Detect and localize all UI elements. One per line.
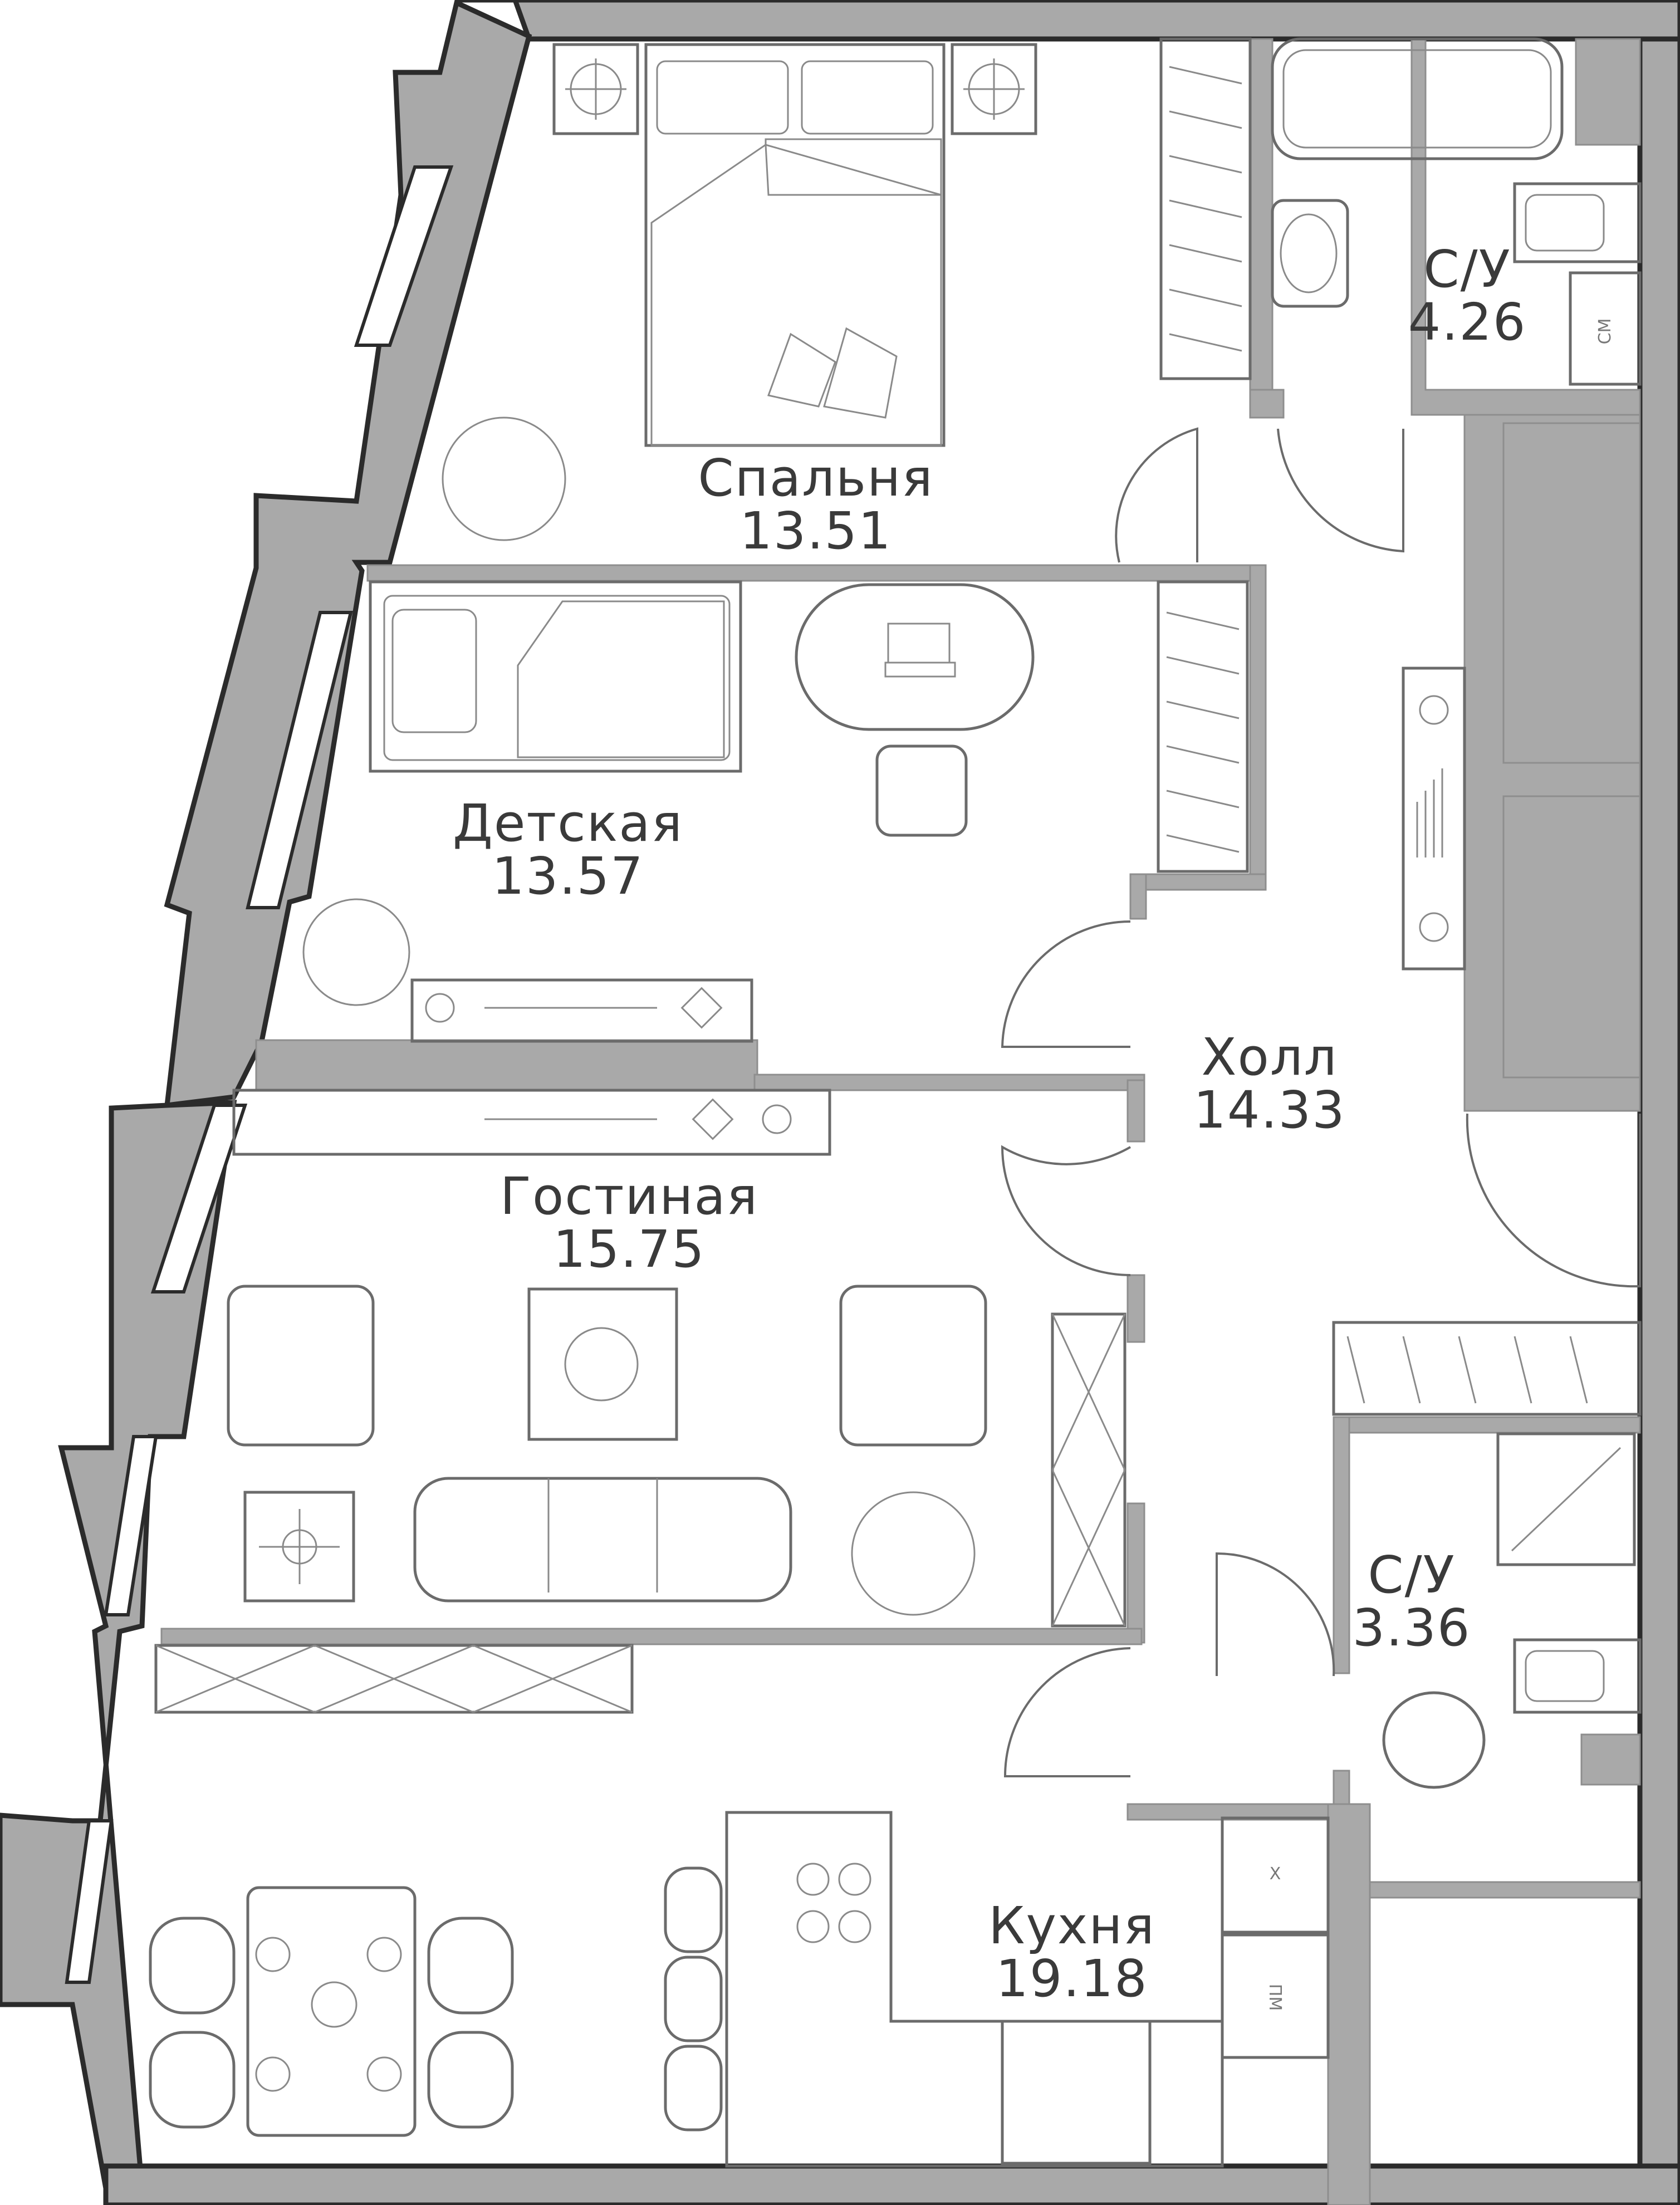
dishwasher-mark: ПМ [1265, 1984, 1285, 2011]
windows [65, 165, 454, 1984]
partitions [160, 38, 1641, 2205]
kids-name: Детская [453, 793, 683, 853]
living-name: Гостиная [500, 1167, 758, 1226]
bath1-area: 4.26 [1408, 292, 1527, 352]
room-labels: Спальня 13.51 Детская 13.57 Гостиная 15.… [453, 239, 1527, 2008]
bedroom-area: 13.51 [739, 501, 892, 561]
wardrobe-bedroom [1159, 37, 1252, 380]
fridge-mark: Х [1270, 1864, 1281, 1884]
bath2-name: С/У [1368, 1545, 1455, 1605]
hall-name: Холл [1202, 1027, 1338, 1087]
bedroom-furniture [552, 43, 1037, 447]
doors [1001, 427, 1641, 1777]
living-furniture [227, 1089, 1126, 1628]
living-area: 15.75 [553, 1219, 705, 1279]
kitchen-area: 19.18 [996, 1949, 1148, 2008]
kitchen-name: Кухня [988, 1896, 1155, 1956]
hall-area: 14.33 [1193, 1080, 1345, 1140]
wardrobe-kids [1157, 580, 1249, 873]
bedroom-name: Спальня [698, 448, 933, 508]
washing-machine-mark: СМ [1595, 318, 1615, 345]
plants [302, 416, 976, 2028]
kitchen-furniture [149, 1811, 1330, 2168]
hall-storage [1402, 667, 1466, 971]
kids-area: 13.57 [492, 846, 644, 906]
corridor-storage [154, 1644, 634, 1714]
bath2-fixtures [1332, 1321, 1642, 1789]
bath1-name: С/У [1423, 239, 1511, 299]
kids-furniture [369, 580, 1035, 1043]
bath1-fixtures [1271, 37, 1642, 386]
bath2-area: 3.36 [1353, 1598, 1471, 1658]
